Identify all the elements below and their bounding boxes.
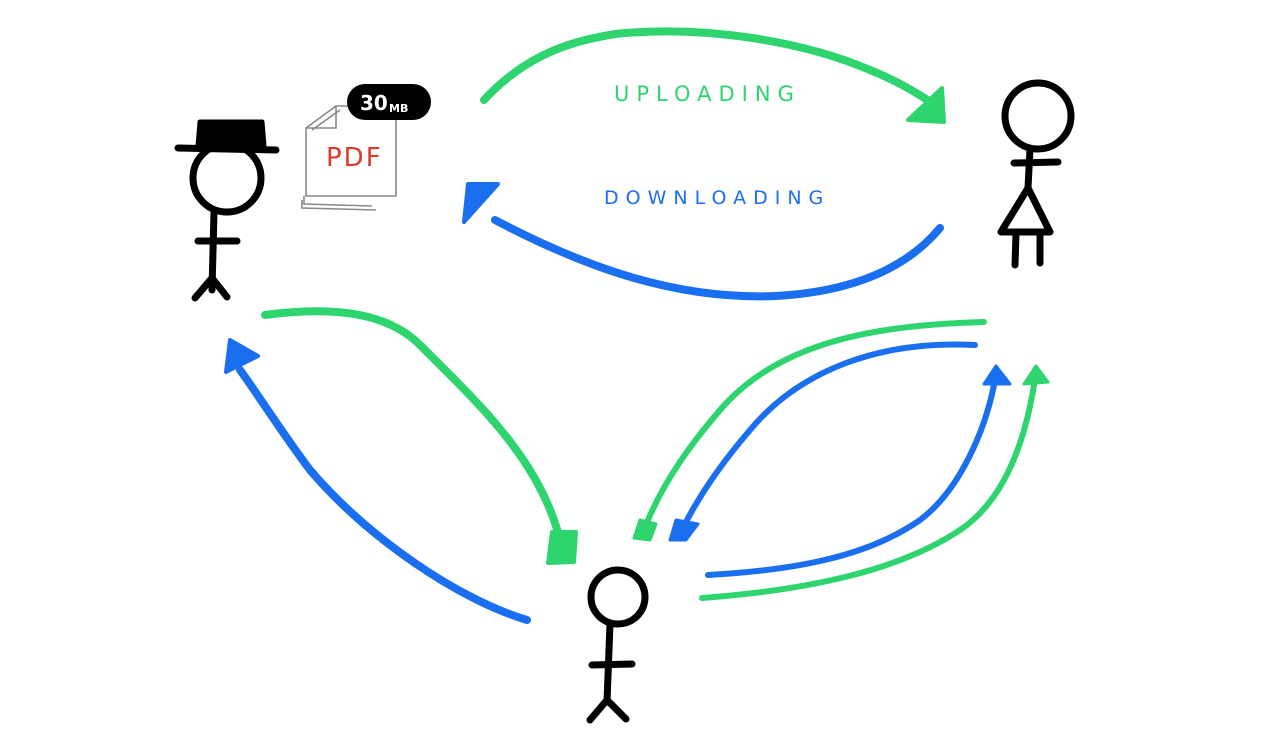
upload-arrow-right-down xyxy=(632,319,987,542)
download-arrow-left xyxy=(224,338,531,624)
upload-arrow-top xyxy=(480,27,946,124)
upload-arrow-left xyxy=(261,307,578,565)
person-in-dress-icon xyxy=(997,79,1075,269)
download-arrow-right-down xyxy=(668,341,978,542)
file-size-unit: MB xyxy=(389,102,408,115)
upload-arrow-right-up xyxy=(699,364,1050,601)
uploading-label: UPLOADING xyxy=(614,82,801,106)
pdf-document-icon: PDF xyxy=(301,105,397,211)
file-size-value: 30 xyxy=(360,91,388,115)
download-arrow-right-up xyxy=(705,364,1012,578)
download-arrow-top xyxy=(462,182,944,301)
person-with-top-hat-icon xyxy=(174,119,280,302)
person-icon xyxy=(586,566,649,724)
pdf-label: PDF xyxy=(326,143,383,173)
downloading-label: DOWNLOADING xyxy=(604,187,830,209)
file-size-badge: 30 MB xyxy=(347,84,431,120)
